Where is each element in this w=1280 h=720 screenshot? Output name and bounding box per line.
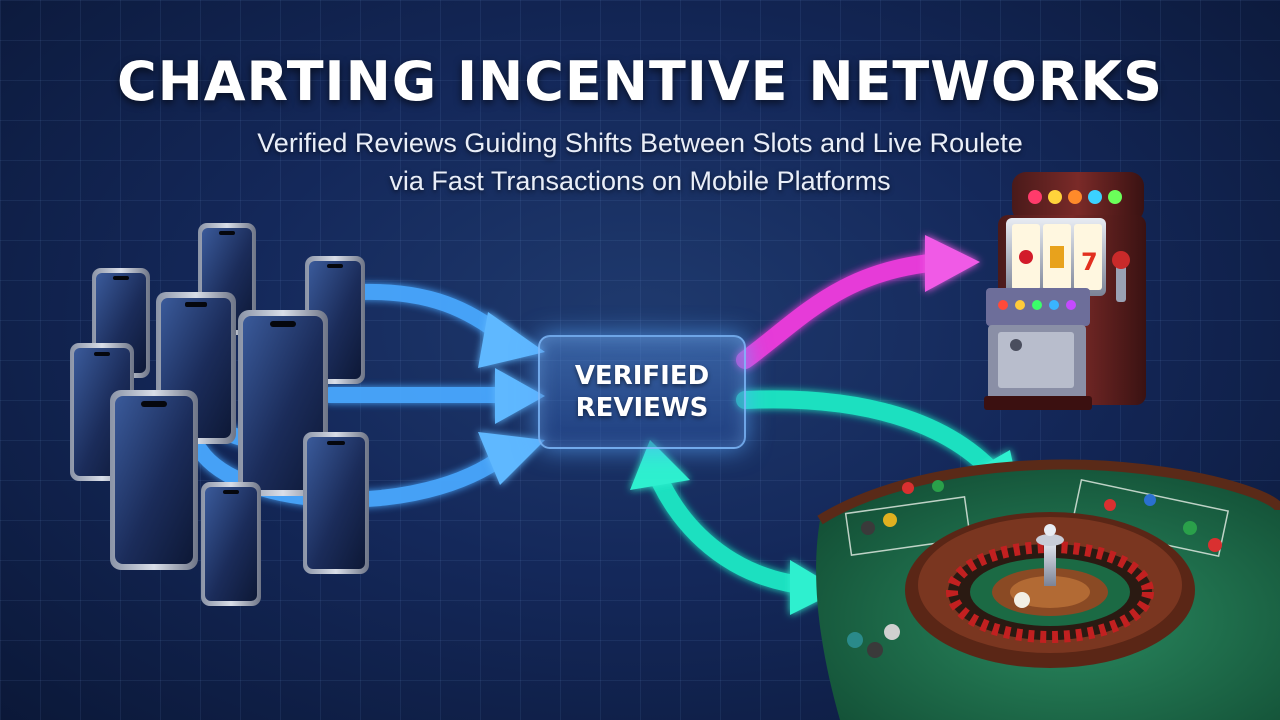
subtitle-line-1: Verified Reviews Guiding Shifts Between … (257, 128, 1023, 158)
teal-arrow-bidirectional (646, 461, 809, 594)
subtitle-line-2: via Fast Transactions on Mobile Platform… (389, 166, 891, 196)
slot-machine-icon: 7 (984, 172, 1146, 410)
roulette-wheel-icon (905, 512, 1195, 668)
hub-label-line-2: REVIEWS (575, 393, 709, 423)
blue-arrowheads (478, 312, 545, 485)
teal-arrowhead-down (790, 560, 840, 615)
smartphone-icon-8 (303, 432, 369, 574)
teal-arrow-to-table (736, 390, 1009, 489)
teal-arrowhead-up (630, 440, 690, 490)
smartphone-icon-7 (110, 390, 198, 570)
magenta-arrow (736, 253, 949, 369)
svg-text:7: 7 (1081, 248, 1098, 276)
table-chips (847, 480, 1222, 658)
smartphone-icon-9 (201, 482, 261, 606)
magenta-arrowhead (925, 235, 980, 292)
hub-label-line-1: VERIFIED (574, 361, 710, 391)
verified-reviews-hub: VERIFIED REVIEWS (538, 335, 746, 449)
page-title: CHARTING INCENTIVE NETWORKS (116, 50, 1164, 113)
